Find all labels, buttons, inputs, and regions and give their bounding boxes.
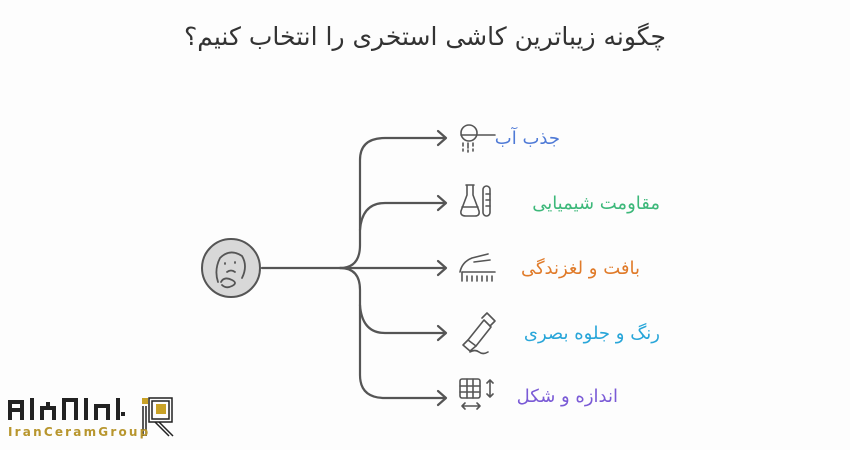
iranceram-logo <box>8 397 174 437</box>
brand-text: IranCeramGroup <box>8 425 151 439</box>
branch-label: جذب آب <box>494 127 560 149</box>
hand-texture-icon <box>459 253 496 282</box>
page-title: چگونه زیباترین کاشی استخری را انتخاب کنی… <box>183 22 667 51</box>
paint-tube-icon <box>462 312 496 355</box>
flask-test-tube-icon <box>460 184 491 217</box>
branch-label: مقاومت شیمیایی <box>532 192 660 214</box>
branch-label: بافت و لغزندگی <box>520 257 640 279</box>
branch-size-shape: اندازه و شکل <box>517 380 618 412</box>
branch-chemical-resistance: مقاومت شیمیایی <box>532 187 660 219</box>
water-absorption-icon <box>460 124 496 153</box>
branch-color-visual: رنگ و جلوه بصری <box>524 317 660 349</box>
branch-label: اندازه و شکل <box>516 385 618 407</box>
grid-size-icon <box>459 378 494 410</box>
branch-texture-slip: بافت و لغزندگی <box>521 252 640 284</box>
branch-water-absorption: جذب آب <box>495 122 560 154</box>
thinking-face-icon <box>201 238 261 298</box>
branch-label: رنگ و جلوه بصری <box>523 322 660 344</box>
